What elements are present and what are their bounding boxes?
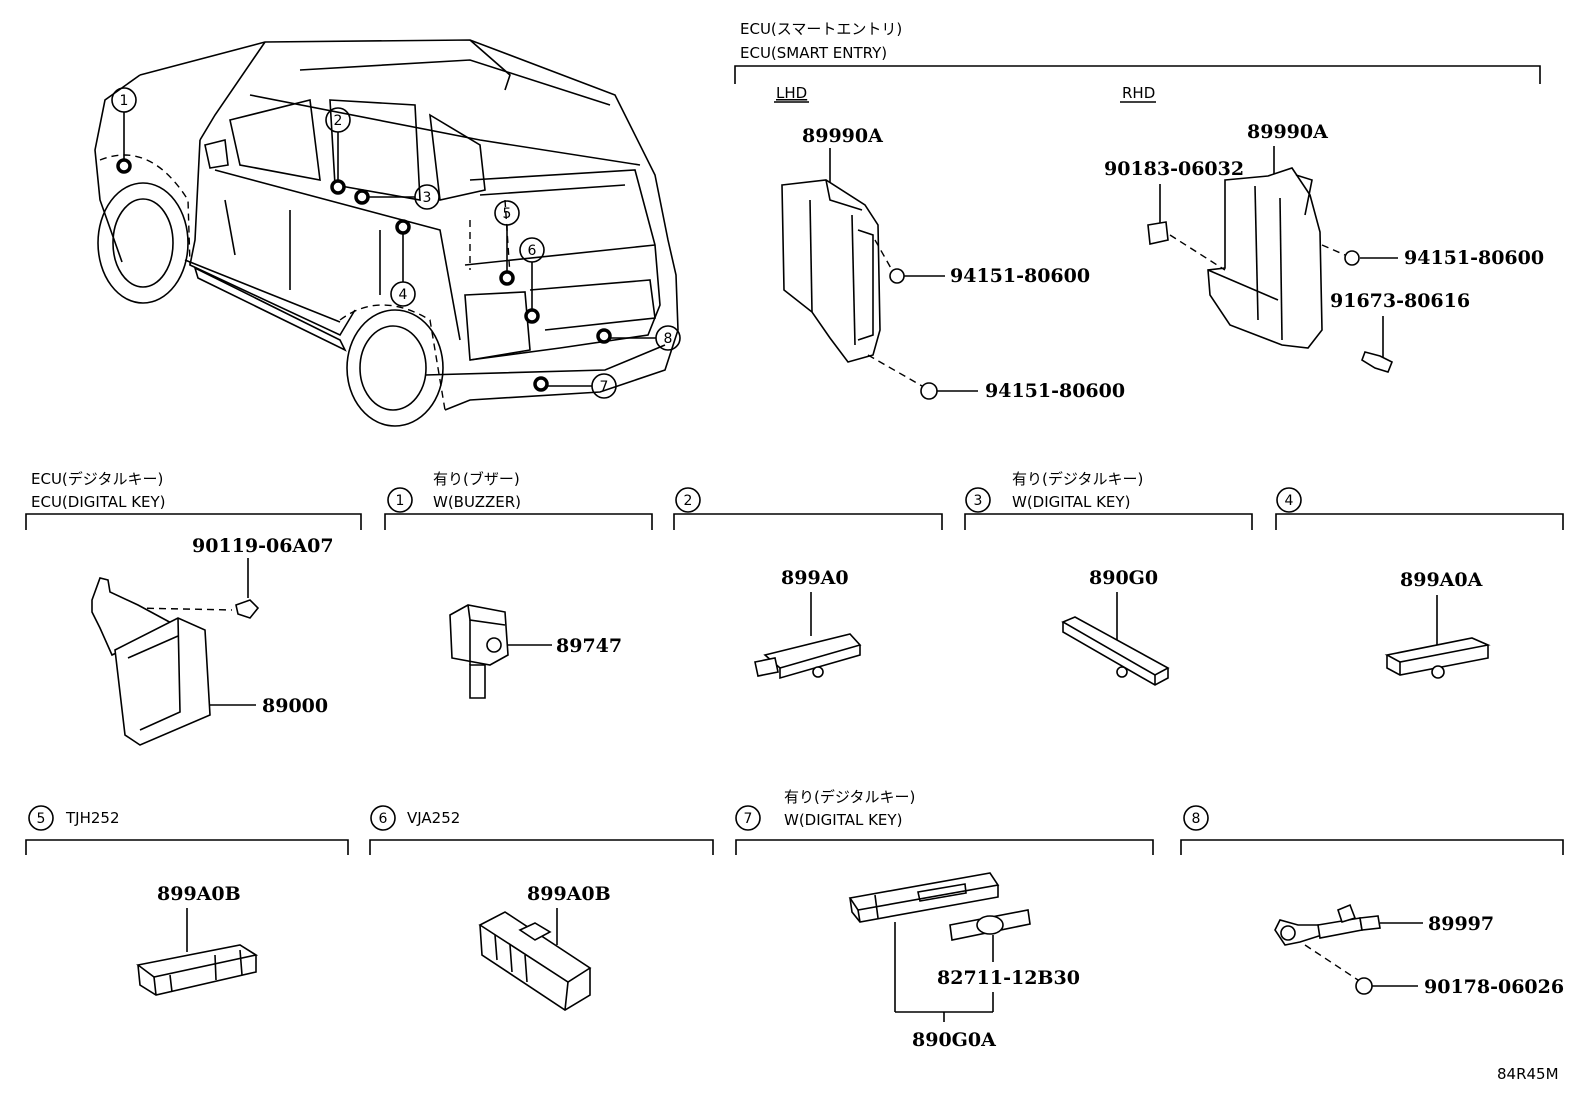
smart-entry-title-jp: ECU(スマートエントリ) (740, 20, 902, 38)
lhd-nut-upper-part: 94151-80600 (950, 265, 1090, 287)
digital-key-bolt-part: 90119-06A07 (192, 535, 334, 557)
callout-circle-4 (390, 281, 416, 307)
callout-circle-1 (111, 87, 137, 113)
callout-2: 2 (334, 113, 343, 129)
panel-6-title: VJA252 (407, 809, 460, 827)
panel-1-title-en: W(BUZZER) (433, 493, 521, 511)
panel-8-part-a: 89997 (1428, 913, 1494, 935)
panel-7-title-jp: 有り(デジタルキー) (784, 788, 915, 806)
callout-5: 5 (503, 206, 512, 222)
panel-3: 3 有り(デジタルキー) W(DIGITAL KEY) 890G0 (964, 470, 1253, 686)
rhd-clip-part: 90183-06032 (1104, 158, 1244, 180)
panel-7: 7 有り(デジタルキー) W(DIGITAL KEY) 82711-12B30 … (735, 788, 1154, 1051)
callout-circle-7 (591, 373, 617, 399)
panel-8-number: 8 (1192, 811, 1201, 827)
panel-4: 4 899A0A (1275, 487, 1564, 679)
rhd-bolt-drawing (1361, 351, 1394, 373)
panel-5-part: 899A0B (157, 883, 241, 905)
lhd-ecu-part: 89990A (802, 125, 883, 147)
panel-7-title-en: W(DIGITAL KEY) (784, 811, 902, 829)
panel-8-part-b: 90178-06026 (1424, 976, 1564, 998)
callout-circle-6 (519, 237, 545, 263)
panel-6: 6 VJA252 899A0B (369, 805, 714, 1011)
panel-1: 1 有り(ブザー) W(BUZZER) 89747 (384, 470, 653, 699)
antenna-7-sub-drawing (949, 909, 1031, 941)
panel-3-title-jp: 有り(デジタルキー) (1012, 470, 1143, 488)
antenna-6-drawing (478, 911, 592, 1011)
rhd-bolt-part: 91673-80616 (1330, 290, 1470, 312)
antenna-2-drawing (754, 633, 862, 680)
panel-7-sub-part: 82711-12B30 (937, 967, 1080, 989)
panel-2-number: 2 (684, 493, 693, 509)
panel-6-number: 6 (379, 811, 388, 827)
rhd-nut-part: 94151-80600 (1404, 247, 1544, 269)
panel-1-number: 1 (396, 493, 405, 509)
lhd-label: LHD (776, 84, 807, 102)
callout-4: 4 (399, 287, 408, 303)
panel-5-title: TJH252 (65, 809, 120, 827)
callout-circle-2 (325, 107, 351, 133)
buzzer-drawing (449, 604, 509, 699)
sensor-8-drawing (1274, 903, 1381, 946)
rhd-label: RHD (1122, 84, 1155, 102)
rhd-clip-drawing (1147, 221, 1169, 245)
panel-8: 8 89997 90178-06026 (1180, 805, 1564, 998)
panel-3-part: 890G0 (1089, 567, 1158, 589)
panel-5: 5 TJH252 899A0B (25, 805, 349, 996)
digital-key-title-en: ECU(DIGITAL KEY) (31, 493, 166, 511)
antenna-7-drawing (848, 872, 1000, 923)
callout-8: 8 (664, 331, 673, 347)
panel-1-part: 89747 (556, 635, 622, 657)
rhd-ecu-drawing (1207, 167, 1323, 349)
antenna-3-drawing (1061, 616, 1170, 686)
panel-2-part: 899A0 (781, 567, 849, 589)
panel-4-part: 899A0A (1400, 569, 1483, 591)
panel-6-part: 899A0B (527, 883, 611, 905)
smart-entry-title-en: ECU(SMART ENTRY) (740, 44, 887, 62)
panel-4-number: 4 (1285, 493, 1294, 509)
diagram-code: 84R45M (1497, 1065, 1559, 1083)
lhd-nut-lower-part: 94151-80600 (985, 380, 1125, 402)
panel-3-title-en: W(DIGITAL KEY) (1012, 493, 1130, 511)
antenna-5-drawing (136, 944, 259, 996)
antenna-4-drawing (1384, 637, 1491, 679)
panel-7-number: 7 (744, 811, 753, 827)
callout-1: 1 (120, 93, 129, 109)
rhd-ecu-part: 89990A (1247, 121, 1328, 143)
smart-entry-section: ECU(スマートエントリ) ECU(SMART ENTRY) LHD 89990… (734, 20, 1544, 402)
callout-circle-8 (655, 325, 681, 351)
panel-3-number: 3 (974, 493, 983, 509)
panel-5-number: 5 (37, 811, 46, 827)
panel-1-title-jp: 有り(ブザー) (433, 470, 520, 488)
callout-circle-3 (414, 184, 440, 210)
panel-2: 2 899A0 (673, 487, 943, 680)
vehicle-illustration: 1 2 3 4 5 6 8 7 (94, 39, 681, 427)
smart-entry-bracket (734, 65, 1541, 84)
digital-key-ecu-section: ECU(デジタルキー) ECU(DIGITAL KEY) 90119-06A07… (25, 470, 362, 746)
callout-6: 6 (528, 243, 537, 259)
panel-7-part: 890G0A (912, 1029, 996, 1051)
digital-key-ecu-drawing (91, 577, 211, 746)
digital-key-title-jp: ECU(デジタルキー) (31, 470, 163, 488)
callout-3: 3 (423, 190, 432, 206)
digital-key-ecu-part: 89000 (262, 695, 328, 717)
digital-key-bolt-drawing (235, 599, 260, 619)
callout-7: 7 (600, 379, 609, 395)
callout-circle-5 (494, 200, 520, 226)
lhd-ecu-drawing (781, 179, 881, 363)
